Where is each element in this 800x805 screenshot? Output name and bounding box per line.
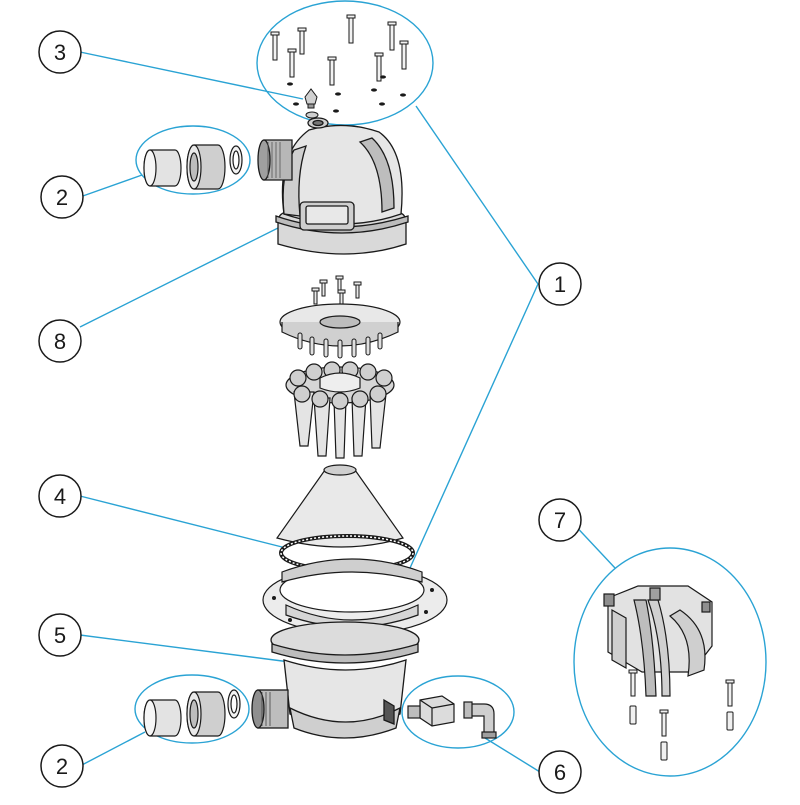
leader-1-b (409, 283, 539, 569)
callout-7: 7 (538, 498, 582, 542)
callout-8-circle (38, 319, 82, 363)
washers-set-3 (287, 75, 406, 113)
detail-ellipse-6 (401, 675, 515, 749)
callout-8-label: 8 (54, 329, 66, 354)
callout-7-circle (538, 498, 582, 542)
callout-4-circle (38, 474, 82, 518)
distributor-cap (279, 303, 401, 359)
callout-4: 4 (38, 474, 82, 518)
filter-lid-8 (257, 117, 409, 255)
callout-1-circle (538, 262, 582, 306)
callout-1: 1 (538, 262, 582, 306)
leader-4 (79, 495, 287, 549)
callout-6-label: 6 (554, 760, 566, 785)
detail-ellipse-3 (256, 0, 434, 126)
callout-6-circle (538, 750, 582, 794)
callout-2-top: 2 (40, 175, 84, 219)
leader-1-a (415, 105, 539, 285)
leader-5 (79, 634, 291, 663)
callout-3-label: 3 (54, 40, 66, 65)
callout-7-label: 7 (554, 508, 566, 533)
callout-2-top-circle (40, 175, 84, 219)
leader-2-bottom (79, 731, 146, 767)
tank-body-5 (251, 621, 420, 739)
vent-plug (304, 88, 319, 119)
drain-valve-6 (407, 695, 497, 739)
callout-2-bottom-label: 2 (56, 754, 68, 779)
callout-1-label: 1 (554, 272, 566, 297)
callout-3: 3 (38, 30, 82, 74)
callout-2-bottom-circle (40, 744, 84, 788)
callout-3-circle (38, 30, 82, 74)
callout-5-label: 5 (54, 623, 66, 648)
leader-3 (79, 51, 304, 100)
screws-set-3 (270, 14, 409, 86)
callout-2-bottom: 2 (40, 744, 84, 788)
union-fitting-top (143, 144, 243, 190)
callout-5: 5 (38, 613, 82, 657)
hub-screws (311, 275, 362, 305)
union-fitting-bottom (143, 689, 241, 737)
detail-ellipse-2-top (135, 125, 251, 195)
detail-ellipse-2-bottom (134, 674, 250, 744)
callout-4-label: 4 (54, 484, 66, 509)
callout-layer: 3 2 1 8 4 7 5 2 6 (38, 30, 582, 794)
laterals-assembly (285, 361, 395, 459)
leader-6 (484, 737, 541, 773)
callout-2-top-label: 2 (56, 185, 68, 210)
leader-8 (79, 220, 293, 328)
leader-2-top (79, 174, 143, 198)
callout-8: 8 (38, 319, 82, 363)
callout-5-circle (38, 613, 82, 657)
collector-screws-7 (628, 669, 735, 761)
detail-ellipse-7 (573, 547, 767, 777)
callout-6: 6 (538, 750, 582, 794)
collector-detail-7 (603, 585, 713, 697)
